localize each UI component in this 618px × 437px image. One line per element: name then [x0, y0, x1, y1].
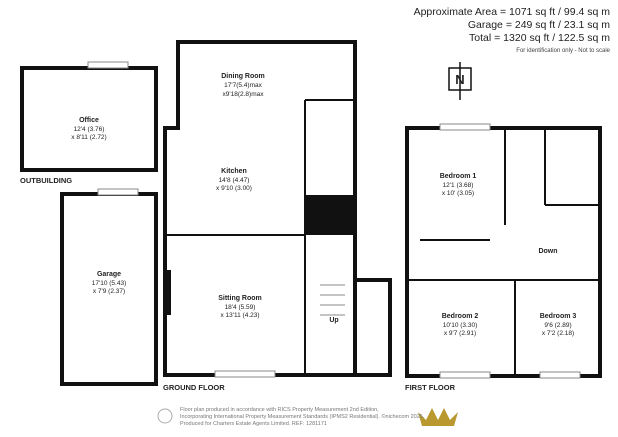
bed2-label: Bedroom 2 [442, 313, 479, 320]
dining-dim: 17'7(5.4)max [224, 82, 262, 89]
first-floor-walls [405, 126, 602, 378]
office-dim: 12'4 (3.76) [74, 126, 105, 133]
bed3-dim: x 7'2 (2.18) [542, 330, 574, 337]
dining-dim: x9'18(2.8)max [223, 91, 265, 98]
approx-area: Approximate Area = 1071 sq ft / 99.4 sq … [413, 6, 610, 18]
bed1-label: Bedroom 1 [440, 173, 477, 180]
dining-label: Dining Room [221, 73, 265, 80]
stairs-down-label: Down [538, 248, 557, 255]
compass: N [448, 62, 472, 100]
outbuilding-label: OUTBUILDING [20, 176, 72, 185]
scale-note: For identification only - Not to scale [516, 48, 610, 54]
bed1-dim: x 10' (3.05) [442, 190, 474, 197]
footer-line: Floor plan produced in accordance with R… [180, 407, 379, 413]
bed2-dim: x 9'7 (2.91) [444, 330, 476, 337]
garage-area: Garage = 249 sq ft / 23.1 sq m [467, 19, 610, 31]
info-icon [157, 408, 173, 424]
bed3-dim: 9'6 (2.89) [544, 322, 571, 329]
footer-text: Floor plan produced in accordance with R… [180, 407, 424, 428]
sitting-dim: x 13'11 (4.23) [220, 312, 259, 319]
area-summary: Approximate Area = 1071 sq ft / 99.4 sq … [414, 6, 610, 58]
office-dim: x 8'11 (2.72) [71, 134, 106, 141]
ground-floor-walls [163, 40, 357, 377]
bed2-dim: 10'10 (3.30) [443, 322, 478, 329]
sitting-dim: 18'4 (5.59) [225, 304, 256, 311]
kitchen-dim: x 9'10 (3.00) [216, 185, 252, 192]
crown-logo [418, 408, 458, 426]
hall-walls [355, 278, 392, 377]
first-floor-label: FIRST FLOOR [405, 383, 456, 392]
kitchen-label: Kitchen [221, 168, 247, 175]
footer-line: Produced for Charters Estate Agents Limi… [180, 421, 327, 427]
garage-label: Garage [97, 271, 121, 278]
bed1-dim: 12'1 (3.68) [443, 182, 474, 189]
office-label: Office [79, 117, 99, 124]
total-area: Total = 1320 sq ft / 122.5 sq m [469, 32, 610, 44]
garage-dim: 17'10 (5.43) [92, 280, 127, 287]
ground-floor-label: GROUND FLOOR [163, 383, 225, 392]
stairs-up-label: Up [329, 317, 338, 324]
compass-letter: N [455, 72, 464, 87]
footer-line: Incorporating International Property Mea… [180, 414, 425, 420]
kitchen-dim: 14'8 (4.47) [219, 177, 250, 184]
garage-dim: x 7'9 (2.37) [93, 288, 125, 295]
sitting-label: Sitting Room [218, 295, 262, 302]
bed3-label: Bedroom 3 [540, 313, 577, 320]
